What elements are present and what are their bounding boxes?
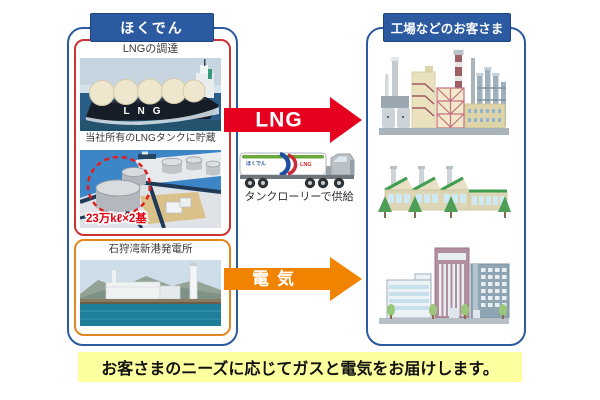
street-trees <box>387 304 507 319</box>
tank-truck-illustration: ほくでん LNG <box>238 146 358 191</box>
industrial-factory-illustration <box>377 48 511 140</box>
footer-banner: お客さまのニーズに応じてガスと電気をお届けします。 <box>78 352 522 382</box>
electricity-arrow-label: 電気 <box>252 269 302 289</box>
truck-tank-lng-text: LNG <box>300 162 312 168</box>
tank-capacity-label: 23万kℓ×2基 <box>86 211 147 225</box>
tank-highlight-dashed-circle <box>86 155 152 217</box>
electricity-arrow: 電気 <box>224 254 363 304</box>
ship-hull-lng-text: LNG <box>123 106 168 117</box>
hokuden-header-label: ほくでん <box>120 19 184 36</box>
power-plant-caption: 石狩湾新港発電所 <box>108 243 193 255</box>
footer-message: お客さまのニーズに応じてガスと電気をお届けします。 <box>101 361 499 378</box>
city-buildings-illustration <box>377 238 511 330</box>
lng-arrow: LNG <box>224 96 363 144</box>
hokuden-header: ほくでん <box>90 13 214 42</box>
lng-storage-tanks-illustration: 23万kℓ×2基 <box>79 150 222 230</box>
lng-procurement-caption: LNGの調達 <box>122 43 179 55</box>
lng-storage-caption: 当社所有のLNGタンクに貯蔵 <box>85 133 216 144</box>
lng-tanker-ship-photo: LNG <box>80 58 221 131</box>
lng-arrow-label: LNG <box>255 109 302 132</box>
pine-trees <box>378 196 511 218</box>
power-plant-photo <box>80 260 221 326</box>
customers-header-label: 工場などのお客さま <box>390 22 504 36</box>
truck-caption: タンクローリーで供給 <box>244 191 354 203</box>
customers-header: 工場などのお客さま <box>383 13 511 42</box>
truck-logo-text: ほくでん <box>246 160 266 167</box>
eco-factory-illustration <box>377 162 511 226</box>
